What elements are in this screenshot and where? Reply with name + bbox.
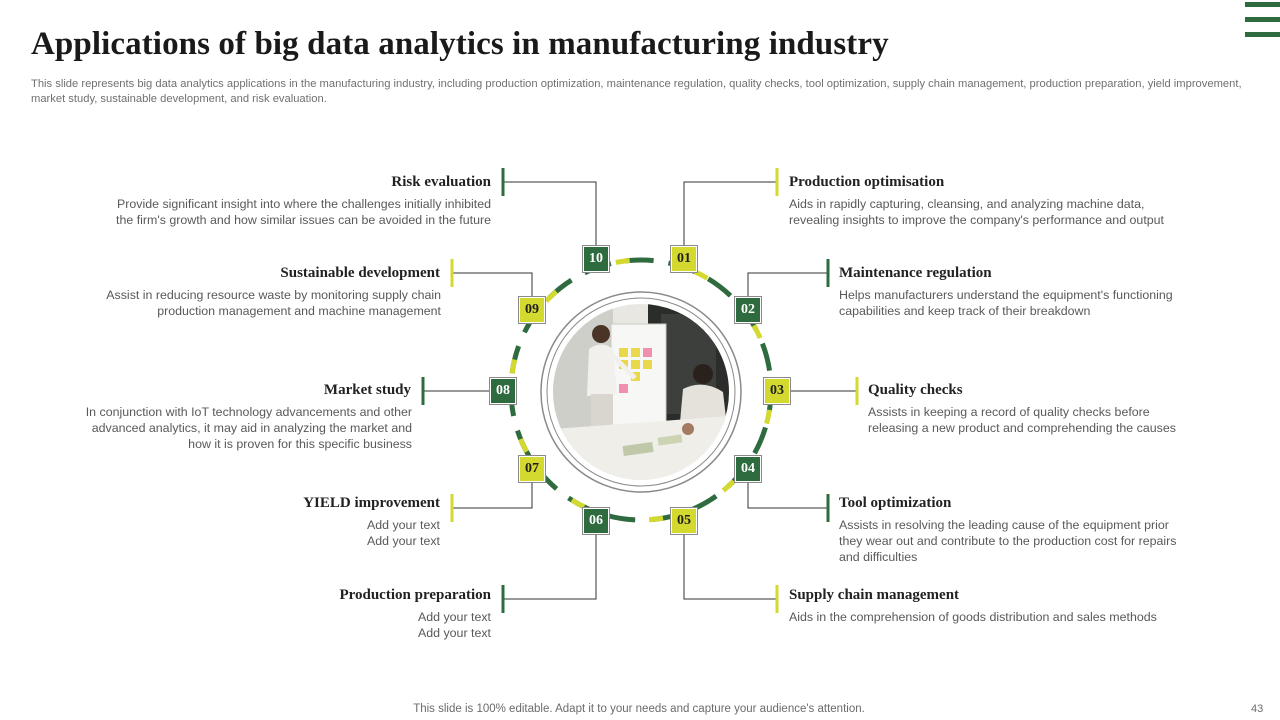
page-title: Applications of big data analytics in ma…: [31, 26, 889, 62]
badge-06: 06: [582, 507, 610, 535]
item-08-description: In conjunction with IoT technology advan…: [85, 405, 412, 451]
badge-09: 09: [518, 296, 546, 324]
item-08-heading: Market study: [323, 382, 411, 398]
item-04-description: Assists in resolving the leading cause o…: [839, 518, 1177, 564]
item-09-heading: Sustainable development: [280, 265, 440, 281]
badge-04: 04: [734, 455, 762, 483]
item-03-description: Assists in keeping a record of quality c…: [868, 405, 1176, 435]
badge-01: 01: [670, 245, 698, 273]
photo-inner-frame: [546, 297, 736, 487]
item-10-description: Provide significant insight into where t…: [116, 197, 491, 227]
item-07-heading: YIELD improvement: [303, 495, 440, 511]
footer-note: This slide is 100% editable. Adapt it to…: [0, 703, 1280, 715]
page-number: 43: [1251, 703, 1264, 715]
item-04-heading: Tool optimization: [839, 495, 952, 511]
badge-02: 02: [734, 296, 762, 324]
item-05-description: Aids in the comprehension of goods distr…: [789, 610, 1157, 624]
hamburger-menu-icon[interactable]: [1245, 2, 1280, 38]
badge-05: 05: [670, 507, 698, 535]
item-02-heading: Maintenance regulation: [839, 265, 992, 281]
item-05-heading: Supply chain management: [789, 587, 960, 603]
meeting-photo: [553, 304, 729, 480]
badge-10: 10: [582, 245, 610, 273]
item-06-heading: Production preparation: [339, 587, 491, 603]
item-09-description: Assist in reducing resource waste by mon…: [106, 288, 441, 318]
item-10-heading: Risk evaluation: [391, 174, 491, 190]
badge-07: 07: [518, 455, 546, 483]
item-02-description: Helps manufacturers understand the equip…: [839, 288, 1173, 318]
footer-text: This slide is 100% editable. Adapt it to…: [413, 703, 865, 715]
page-subtitle: This slide represents big data analytics…: [31, 78, 1242, 105]
item-03-heading: Quality checks: [868, 382, 963, 398]
badge-03: 03: [763, 377, 791, 405]
item-01-description: Aids in rapidly capturing, cleansing, an…: [789, 197, 1164, 227]
item-01-heading: Production optimisation: [789, 174, 945, 190]
badge-08: 08: [489, 377, 517, 405]
